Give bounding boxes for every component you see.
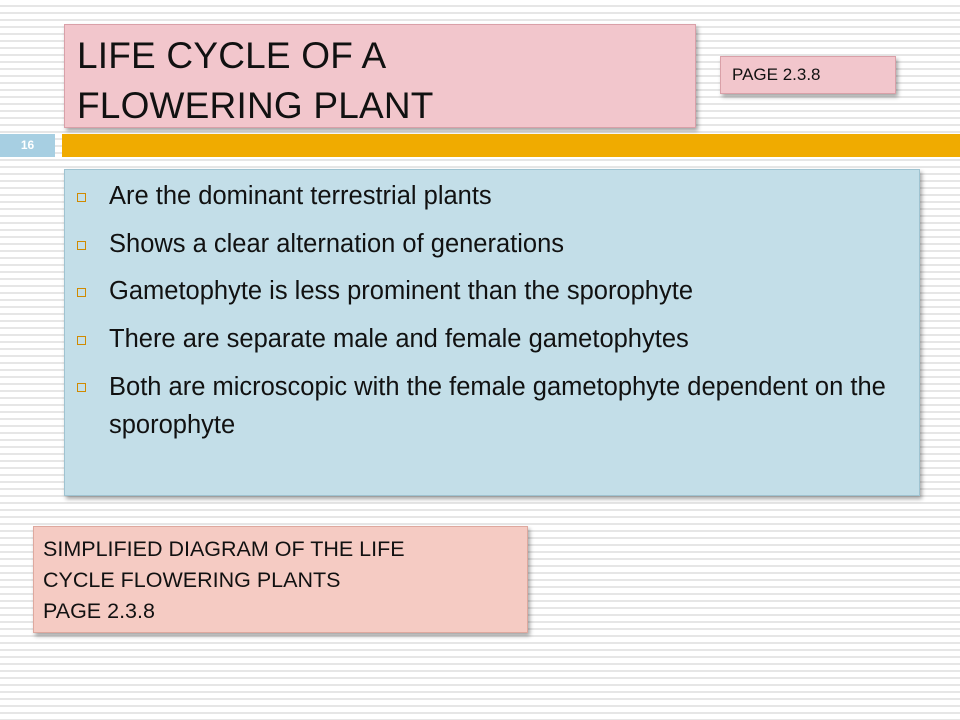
slide-title-line-1: LIFE CYCLE OF A <box>77 35 387 76</box>
bullet-item: Gametophyte is less prominent than the s… <box>77 273 909 310</box>
slide-title: LIFE CYCLE OF A FLOWERING PLANT <box>64 24 696 128</box>
bullet-text: Gametophyte is less prominent than the s… <box>109 277 693 305</box>
diagram-reference-line-2: CYCLE FLOWERING PLANTS <box>43 568 341 592</box>
bullet-text: Shows a clear alternation of generations <box>109 229 565 258</box>
bullet-item: Are the dominant terrestrial plants <box>77 178 909 215</box>
bullet-item: There are separate male and female gamet… <box>77 321 909 358</box>
diagram-reference-line-1: SIMPLIFIED DIAGRAM OF THE LIFE <box>43 537 405 561</box>
slide-number: 16 <box>0 134 55 157</box>
slide-title-line-2: FLOWERING PLANT <box>77 85 434 126</box>
bullet-text: There are separate male and female gamet… <box>109 324 689 353</box>
bullet-list: Are the dominant terrestrial plants Show… <box>77 178 909 444</box>
bullet-item: Shows a clear alternation of generations <box>77 226 909 263</box>
square-bullet-icon <box>77 226 109 250</box>
page-reference-label: PAGE 2.3.8 <box>720 56 896 94</box>
diagram-reference-box: SIMPLIFIED DIAGRAM OF THE LIFE CYCLE FLO… <box>33 526 528 633</box>
bullet-text: Both are microscopic with the female gam… <box>109 373 886 439</box>
bullet-content-box: Are the dominant terrestrial plants Show… <box>64 169 920 496</box>
square-bullet-icon <box>77 273 109 297</box>
square-bullet-icon <box>77 178 109 202</box>
square-bullet-icon <box>77 368 109 392</box>
accent-bar <box>62 134 960 157</box>
square-bullet-icon <box>77 321 109 345</box>
bullet-text: Are the dominant terrestrial plants <box>109 182 492 210</box>
diagram-reference-line-3: PAGE 2.3.8 <box>43 599 155 623</box>
bullet-item: Both are microscopic with the female gam… <box>77 368 909 444</box>
